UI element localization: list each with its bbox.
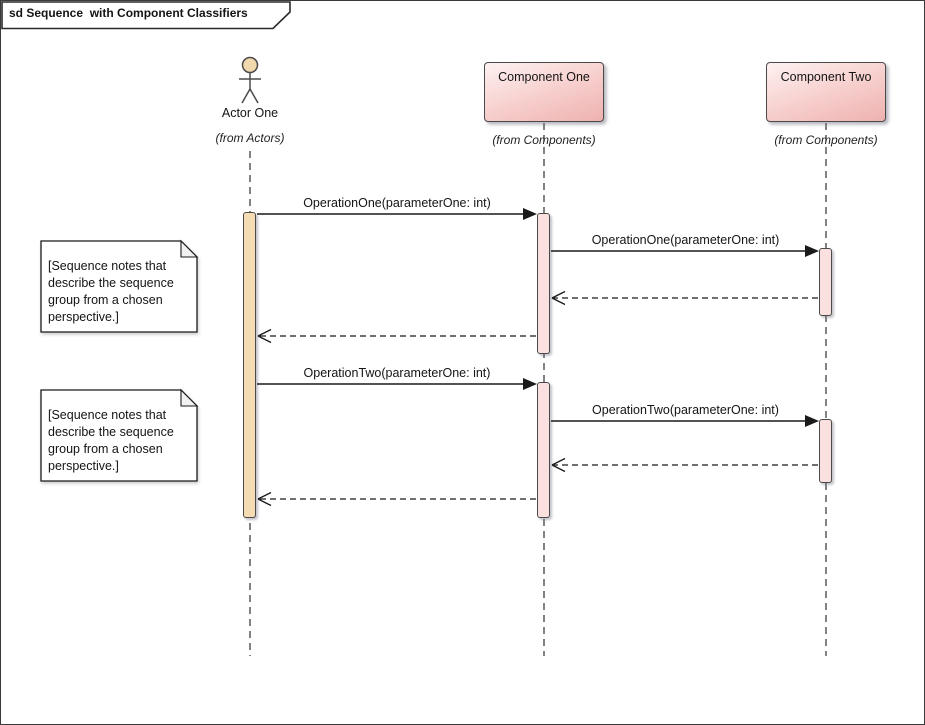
actor-name-label: Actor One <box>221 106 279 120</box>
message-label-operation-one-2[interactable]: OperationOne(parameterOne: int) <box>591 233 780 247</box>
component-one-name: Component One <box>498 70 590 84</box>
activation-component-two-first[interactable] <box>819 248 832 316</box>
message-arrow-return-2[interactable] <box>257 328 536 344</box>
component-two-from-label: (from Components) <box>774 133 878 147</box>
actor-icon[interactable] <box>239 56 261 104</box>
message-label-operation-two-1[interactable]: OperationTwo(parameterOne: int) <box>303 366 491 380</box>
message-arrow-return-4[interactable] <box>257 491 536 507</box>
activation-component-one-second[interactable] <box>537 382 550 518</box>
message-arrow-return-3[interactable] <box>551 457 818 473</box>
actor-from-label: (from Actors) <box>215 131 285 145</box>
message-arrow-return-1[interactable] <box>551 290 818 306</box>
frame-title: sd Sequence with Component Classifiers <box>9 6 248 20</box>
activation-actor-one[interactable] <box>243 212 256 518</box>
note-text-2: [Sequence notes that describe the sequen… <box>48 408 174 473</box>
message-label-operation-one-1[interactable]: OperationOne(parameterOne: int) <box>303 196 491 210</box>
activation-component-one-first[interactable] <box>537 213 550 354</box>
activation-component-two-second[interactable] <box>819 419 832 483</box>
note-text-1: [Sequence notes that describe the sequen… <box>48 259 174 324</box>
component-one-from-label: (from Components) <box>492 133 596 147</box>
component-two-box[interactable]: Component Two <box>766 62 886 122</box>
component-one-box[interactable]: Component One <box>484 62 604 122</box>
message-label-operation-two-2[interactable]: OperationTwo(parameterOne: int) <box>592 403 779 417</box>
component-two-name: Component Two <box>780 70 872 84</box>
